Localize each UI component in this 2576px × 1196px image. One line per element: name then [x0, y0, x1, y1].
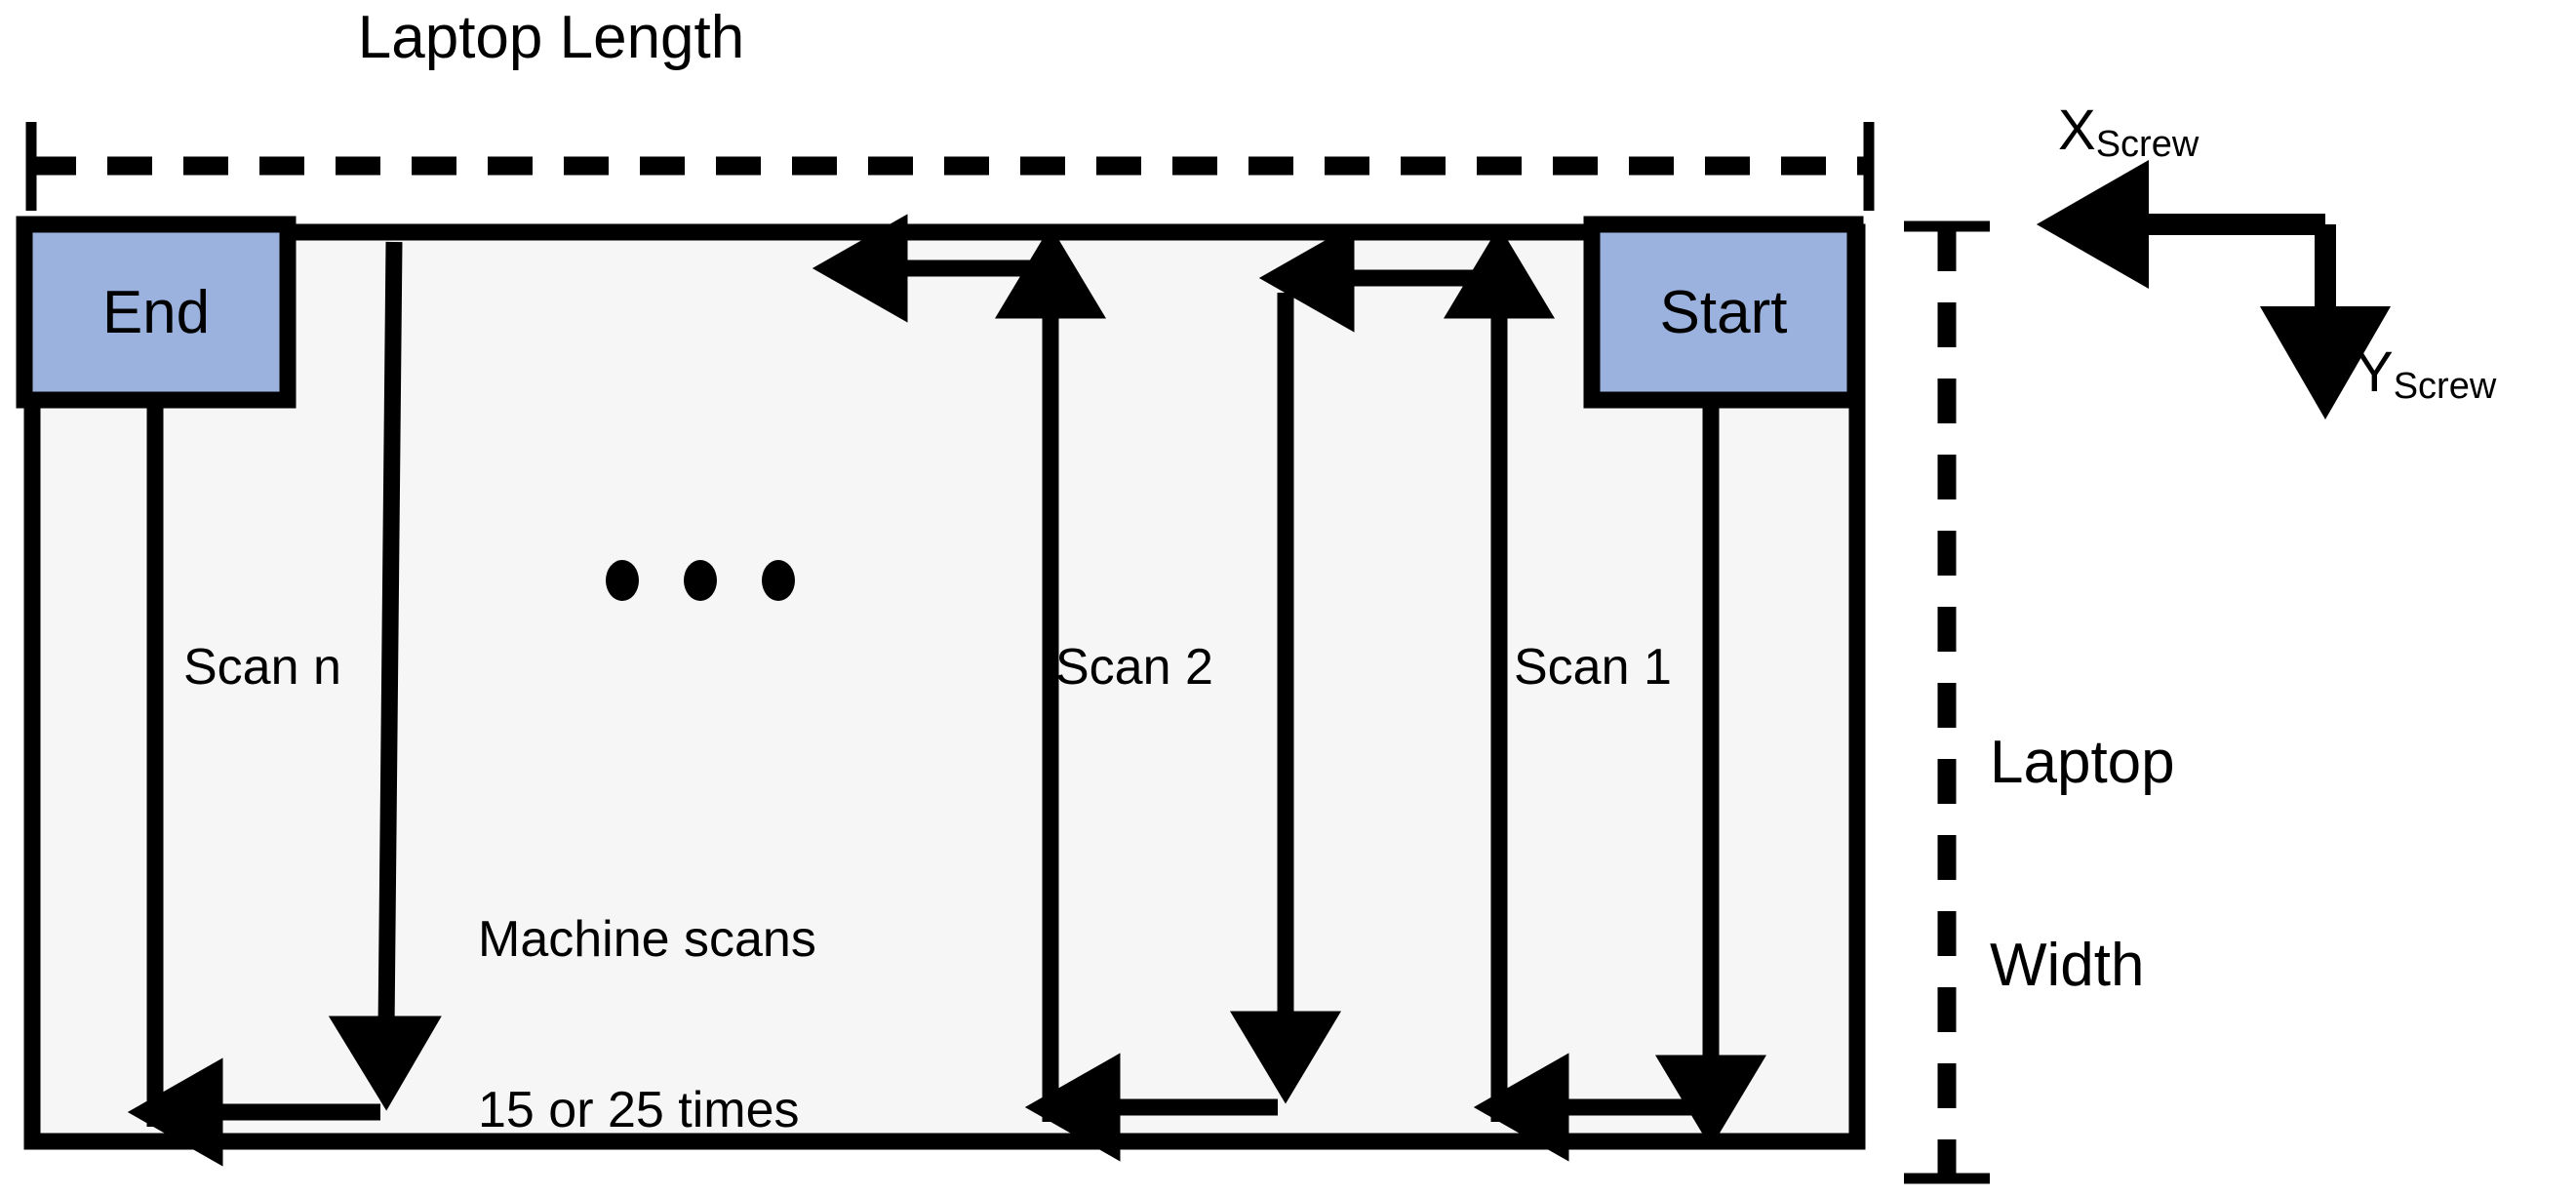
ellipsis-dots-icon — [606, 560, 795, 601]
laptop-width-dimension — [1904, 220, 1990, 1184]
x-screw-symbol: X — [2058, 99, 2096, 162]
page-title: Laptop Length — [357, 4, 745, 71]
scan-n-down-arrow — [328, 241, 442, 1111]
y-screw-axis-arrow-icon — [2259, 224, 2392, 419]
end-box[interactable] — [16, 216, 297, 409]
machine-scans-note: Machine scans 15 or 25 times — [478, 798, 816, 1196]
scan-2-top-connector-arrow — [812, 214, 1043, 323]
scan-2-left-arrow — [1024, 1053, 1278, 1162]
scan-1-down-arrow — [1654, 400, 1767, 1148]
y-screw-axis-label: YScrew — [2356, 339, 2496, 408]
laptop-plate — [23, 223, 1866, 1150]
scan-n-label: Scan n — [183, 639, 341, 696]
scan-1-left-arrow — [1473, 1053, 1702, 1162]
y-screw-symbol: Y — [2356, 340, 2394, 404]
x-screw-axis-label: XScrew — [2058, 98, 2199, 166]
x-screw-subscript: Screw — [2095, 123, 2200, 165]
scan-1-path — [1258, 223, 1767, 1162]
screw-axes — [2036, 160, 2392, 419]
scan-2-down-arrow — [1229, 293, 1342, 1104]
scan-1-label: Scan 1 — [1514, 639, 1672, 696]
machine-scans-note-line-2: 15 or 25 times — [478, 1082, 800, 1139]
laptop-length-dimension — [25, 122, 1875, 211]
y-screw-subscript: Screw — [2393, 365, 2497, 407]
machine-scans-note-line-1: Machine scans — [478, 911, 816, 969]
scan-2-label: Scan 2 — [1055, 639, 1213, 696]
scan-2-path — [812, 214, 1342, 1162]
x-screw-axis-arrow-icon — [2036, 160, 2325, 289]
scan-1-top-connector-arrow — [1258, 223, 1491, 333]
start-box-label: Start — [1659, 278, 1788, 346]
laptop-width-label-line-2: Width — [1990, 932, 2145, 1000]
laptop-width-label: Laptop Width — [1990, 593, 2175, 1136]
scan-n-left-arrow — [127, 1057, 380, 1167]
laptop-width-label-line-1: Laptop — [1990, 728, 2175, 796]
start-box[interactable] — [1583, 216, 1864, 409]
end-box-label: End — [101, 278, 211, 346]
